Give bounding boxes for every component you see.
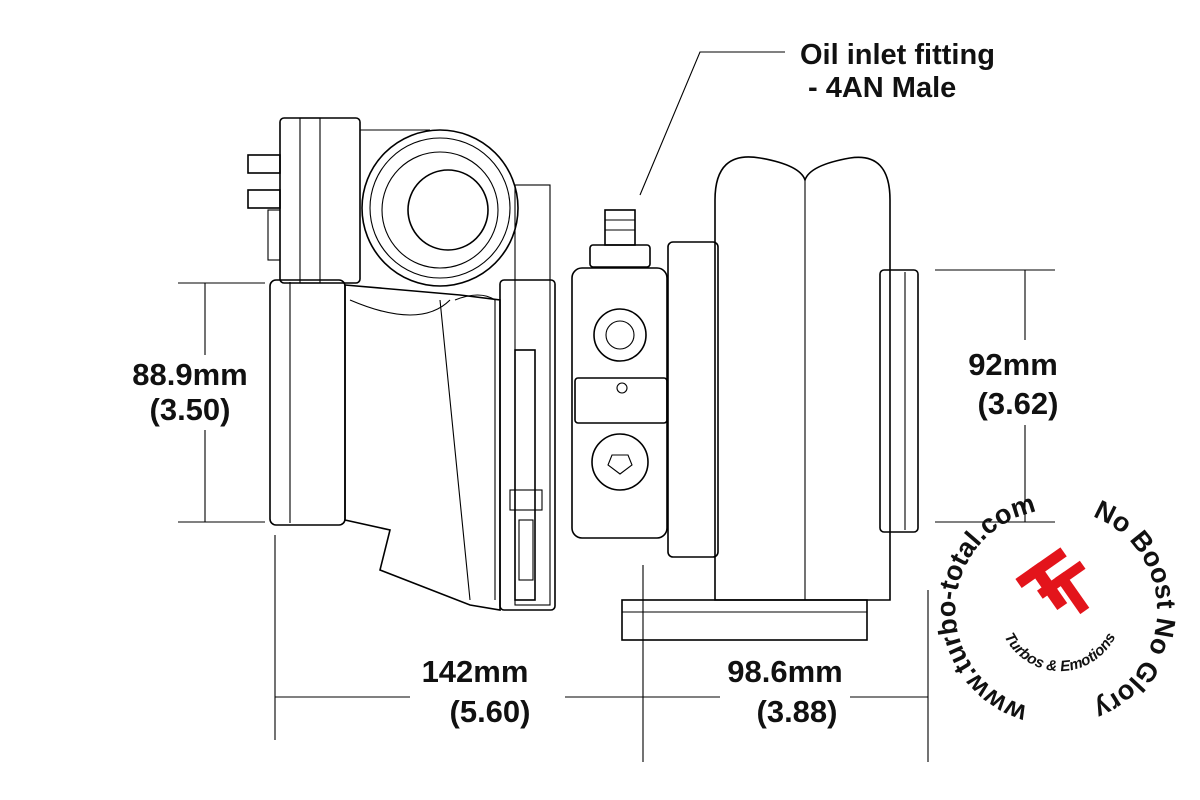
watermark-url: www.turbo-total.com	[931, 488, 1038, 729]
center-housing	[499, 279, 556, 611]
tt-logo-icon	[1015, 547, 1090, 615]
svg-text:Turbos & Emotions: Turbos & Emotions	[1001, 630, 1120, 675]
callout-detail: - 4AN Male	[808, 72, 956, 104]
compressor-outlet	[361, 129, 551, 606]
dim-compressor-length-inch: (5.60)	[450, 694, 531, 729]
dimension-lines	[178, 51, 1055, 762]
oil-inlet-block	[571, 209, 668, 539]
watermark-slogan: No Boost No Glory	[1090, 494, 1181, 725]
callout-title: Oil inlet fitting	[800, 39, 995, 71]
watermark-tagline: Turbos & Emotions	[1001, 630, 1120, 675]
wastegate-actuator	[247, 117, 430, 284]
dim-inlet-mm: 88.9mm	[132, 357, 247, 392]
svg-text:No Boost No Glory: No Boost No Glory	[1090, 494, 1181, 725]
dim-turbine-length-mm: 98.6mm	[727, 654, 842, 689]
svg-text:www.turbo-total.com: www.turbo-total.com	[931, 488, 1038, 729]
dim-compressor-length-mm: 142mm	[422, 654, 529, 689]
dim-turbine-length-inch: (3.88)	[757, 694, 838, 729]
watermark-logo: www.turbo-total.com No Boost No Glory Tu…	[931, 488, 1181, 729]
dim-outlet-mm: 92mm	[968, 347, 1058, 382]
dim-outlet-inch: (3.62)	[978, 386, 1059, 421]
turbine-housing	[621, 156, 919, 641]
compressor-housing	[269, 279, 501, 611]
dim-inlet-inch: (3.50)	[150, 392, 231, 427]
